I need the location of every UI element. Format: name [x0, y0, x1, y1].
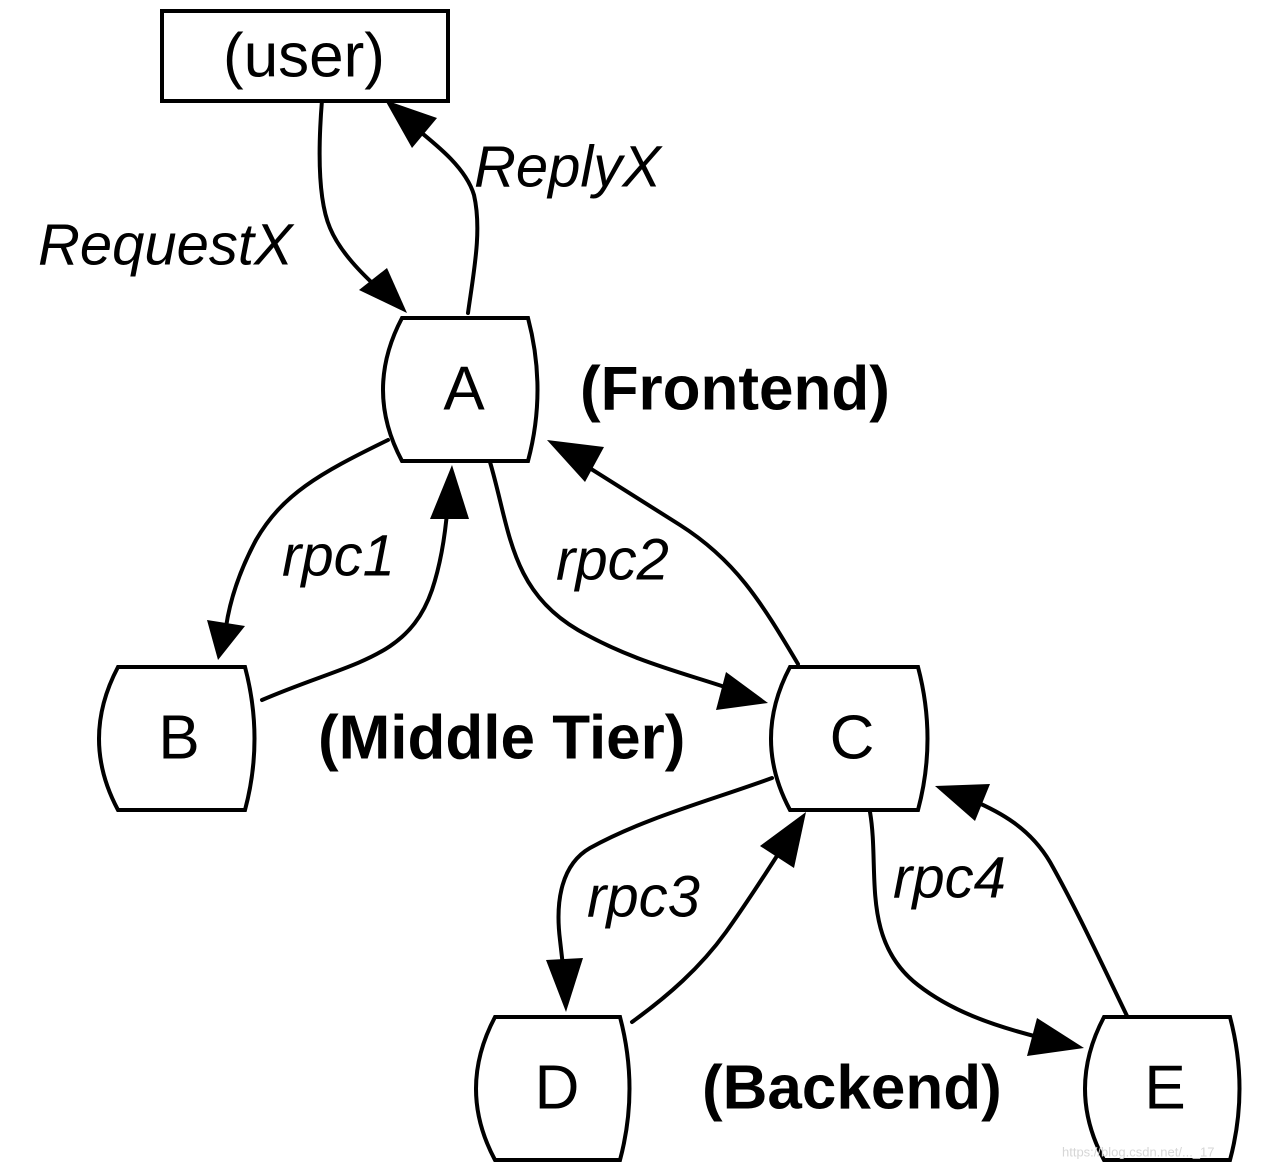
service-node-a: A	[381, 316, 540, 463]
node-a-label: A	[443, 355, 485, 424]
edge-rpc4-c-to-e	[868, 810, 1044, 1040]
edge-rpc1-b-to-a	[260, 498, 450, 702]
watermark: https://blog.csdn.net/..._17	[1062, 1145, 1215, 1160]
user-box	[160, 9, 450, 103]
node-c-shape	[769, 665, 930, 812]
arrowhead-reply	[385, 100, 437, 148]
tier-label-middle: (Middle Tier)	[318, 704, 685, 773]
arrowhead-rpc3-request	[546, 958, 583, 1012]
edge-label-rpc4: rpc4	[893, 846, 1006, 911]
arrowhead-request	[359, 268, 407, 313]
node-d-shape	[474, 1015, 632, 1162]
user-node: (user)	[160, 9, 450, 103]
edge-rpc1-a-to-b	[224, 438, 390, 629]
tier-label-backend: (Backend)	[702, 1054, 1002, 1123]
service-node-c: C	[769, 665, 930, 812]
service-node-e: E	[1083, 1015, 1242, 1162]
arrowhead-rpc4-reply	[935, 784, 990, 821]
edge-label-rpc3: rpc3	[587, 865, 700, 930]
user-label: (user)	[223, 22, 385, 91]
arrowhead-rpc3-reply	[760, 812, 806, 868]
edge-reply-a-to-user	[410, 123, 480, 315]
edge-rpc4-e-to-c	[970, 798, 1130, 1020]
arrowhead-rpc2-reply	[547, 440, 604, 482]
service-node-b: B	[97, 665, 257, 812]
node-e-label: E	[1144, 1054, 1185, 1123]
node-b-shape	[97, 665, 257, 812]
node-e-shape	[1083, 1015, 1242, 1162]
edge-rpc2-c-to-a	[578, 460, 800, 666]
arrowhead-rpc2-request	[716, 672, 768, 710]
arrowhead-rpc1-reply	[430, 465, 469, 519]
arrowhead-rpc1-request	[207, 620, 245, 660]
edge-label-reply: ReplyX	[474, 135, 663, 200]
node-b-label: B	[158, 704, 199, 773]
node-c-label: C	[830, 704, 875, 773]
edge-label-rpc1: rpc1	[282, 524, 395, 589]
node-d-label: D	[535, 1054, 580, 1123]
edge-rpc2-a-to-c	[488, 460, 730, 690]
edges	[207, 98, 1130, 1056]
edge-label-request: RequestX	[38, 213, 295, 278]
edge-rpc3-d-to-c	[630, 843, 786, 1024]
edge-request-user-to-a	[317, 98, 384, 294]
arrowhead-rpc4-request	[1027, 1018, 1084, 1056]
edge-rpc3-c-to-d	[556, 776, 774, 977]
service-node-d: D	[474, 1015, 632, 1162]
node-a-shape	[381, 316, 540, 463]
tier-label-frontend: (Frontend)	[580, 355, 890, 424]
edge-label-rpc2: rpc2	[556, 528, 669, 593]
